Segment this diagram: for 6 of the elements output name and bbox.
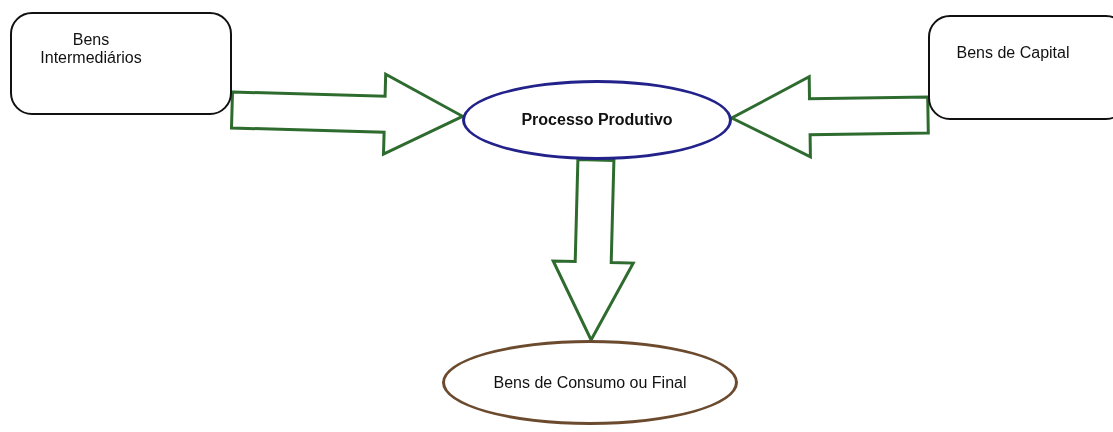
node-label: Processo Produtivo	[521, 111, 673, 129]
node-label: Bens de Capital	[956, 43, 1070, 62]
rounded-box	[928, 15, 1113, 120]
node-label: Bens de Consumo ou Final	[493, 373, 687, 392]
rounded-box	[10, 12, 232, 115]
node-label: Bens Intermediários	[39, 30, 143, 67]
